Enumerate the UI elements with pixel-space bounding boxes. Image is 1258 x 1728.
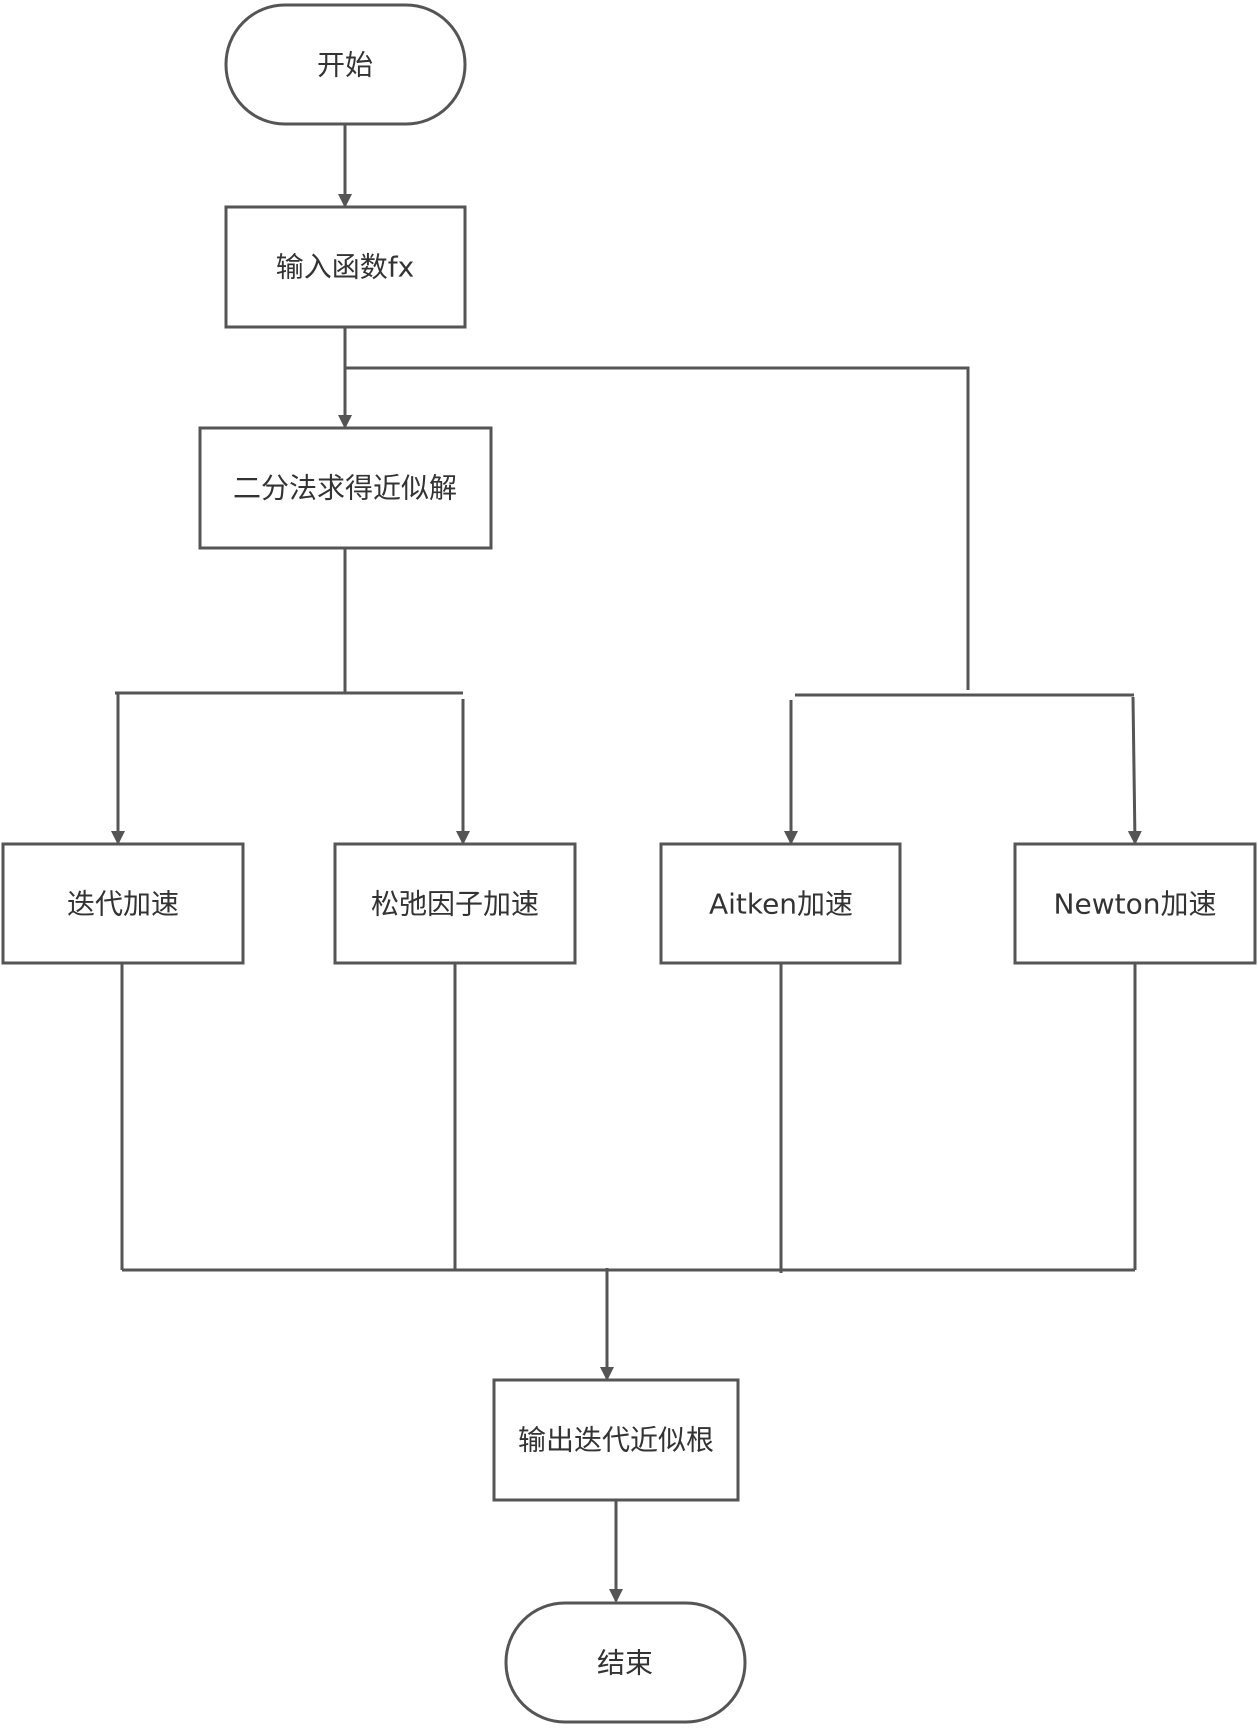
start-terminal-shape bbox=[224, 3, 467, 126]
node-relaxation-accel: 松弛因子加速 bbox=[333, 842, 577, 965]
output-process-shape bbox=[492, 1378, 740, 1502]
input-process-shape bbox=[224, 205, 467, 329]
aitken-accel-process-shape bbox=[659, 842, 902, 965]
newton-accel-process-shape bbox=[1013, 842, 1257, 965]
iteration-accel-process-shape bbox=[1, 842, 245, 965]
bisection-process-shape bbox=[198, 426, 493, 550]
edges bbox=[111, 124, 1142, 1603]
node-iteration-accel: 迭代加速 bbox=[1, 842, 245, 965]
start-label: 开始 bbox=[317, 49, 373, 82]
node-start: 开始 bbox=[224, 3, 467, 126]
edge-input-to-right-branch bbox=[345, 366, 970, 690]
edge-to-newton bbox=[1127, 696, 1142, 845]
end-label: 结束 bbox=[597, 1647, 653, 1680]
node-end: 结束 bbox=[504, 1601, 747, 1724]
node-bisection: 二分法求得近似解 bbox=[198, 426, 493, 550]
node-aitken-accel: Aitken加速 bbox=[659, 842, 902, 965]
newton-accel-label: Newton加速 bbox=[1054, 888, 1217, 921]
node-input: 输入函数fx bbox=[224, 205, 467, 329]
node-newton-accel: Newton加速 bbox=[1013, 842, 1257, 965]
node-output: 输出迭代近似根 bbox=[492, 1378, 740, 1502]
aitken-accel-label: Aitken加速 bbox=[709, 888, 853, 921]
relaxation-accel-label: 松弛因子加速 bbox=[371, 888, 539, 921]
bisection-label: 二分法求得近似解 bbox=[233, 472, 457, 505]
relaxation-accel-process-shape bbox=[333, 842, 577, 965]
iteration-accel-label: 迭代加速 bbox=[67, 888, 179, 921]
output-label: 输出迭代近似根 bbox=[518, 1424, 714, 1457]
input-label: 输入函数fx bbox=[276, 251, 414, 284]
end-terminal-shape bbox=[504, 1601, 747, 1724]
